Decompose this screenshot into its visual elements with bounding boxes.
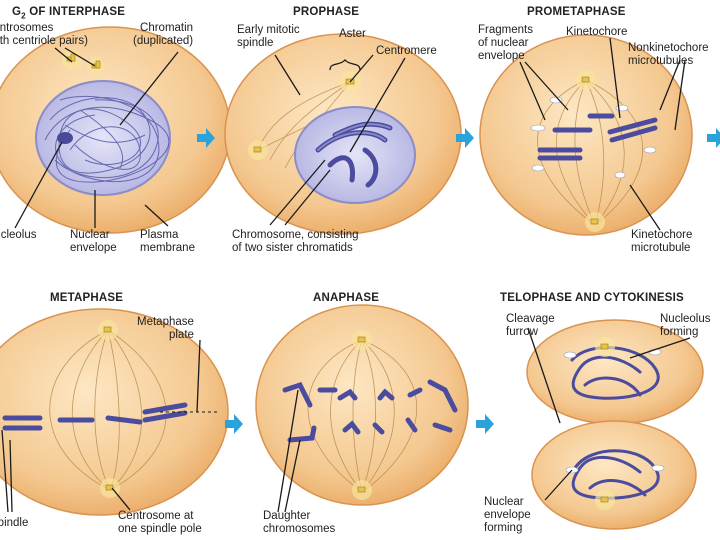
title-g2-interphase: G2 OF INTERPHASE <box>12 6 126 21</box>
label-fragments: Fragments of nuclear envelope <box>478 24 533 62</box>
centrosome-icon <box>62 50 82 70</box>
label-nuclear-envelope-forming: Nuclear envelope forming <box>484 496 531 534</box>
label-metaphase-plate: Metaphase plate <box>137 316 194 341</box>
centrosome-icon <box>87 57 105 75</box>
centrosome-icon <box>595 337 615 357</box>
centrosome-icon <box>576 70 596 90</box>
title-telophase-cytokinesis: TELOPHASE AND CYTOKINESIS <box>500 292 684 304</box>
cell-anaphase <box>255 304 469 506</box>
label-nucleolus: Nucleolus <box>0 229 37 241</box>
centrosome-icon <box>352 480 372 500</box>
label-nuclear-envelope: Nuclear envelope <box>70 229 117 254</box>
title-anaphase: ANAPHASE <box>313 292 380 304</box>
right-arrow-icon <box>225 414 243 434</box>
nucleus-interphase <box>35 80 171 196</box>
title-prophase: PROPHASE <box>293 6 360 18</box>
label-plasma-membrane: Plasma membrane <box>140 229 195 254</box>
leader-lines <box>1 37 691 513</box>
label-daughter-chromosomes: Daughter chromosomes <box>263 510 336 535</box>
label-centrosome-pole: Centrosome at one spindle pole <box>118 510 202 535</box>
right-arrow-icon <box>707 128 720 148</box>
label-centrosomes: Centrosomes (with centriole pairs) <box>0 22 88 47</box>
centrosome-icon <box>595 490 615 510</box>
centrosome-icon <box>248 140 268 160</box>
nucleolus <box>57 132 73 144</box>
title-prometaphase: PROMETAPHASE <box>527 6 626 18</box>
right-arrow-icon <box>197 128 215 148</box>
label-aster: Aster <box>339 28 366 40</box>
label-nucleolus-forming: Nucleolus forming <box>660 313 711 338</box>
centrosome-icon <box>585 212 605 232</box>
right-arrow-icon <box>476 414 494 434</box>
centrosome-icon <box>100 478 120 498</box>
cell-metaphase <box>0 308 229 516</box>
label-chromatin: Chromatin (duplicated) <box>133 22 194 47</box>
label-nonkinetochore: Nonkinetochore microtubules <box>628 42 709 67</box>
centrosome-icon <box>98 320 118 340</box>
right-arrow-icon <box>456 128 474 148</box>
label-cleavage-furrow: Cleavage furrow <box>506 313 555 338</box>
cell-prometaphase <box>479 34 693 236</box>
daughter-cell-bottom <box>531 420 697 530</box>
label-early-spindle: Early mitotic spindle <box>237 24 300 49</box>
cell-interphase <box>0 26 231 234</box>
label-spindle: Spindle <box>0 517 29 529</box>
title-metaphase: METAPHASE <box>50 292 124 304</box>
label-centromere: Centromere <box>376 45 437 57</box>
aster-bracket <box>329 58 361 71</box>
centrosome-icon <box>340 71 362 93</box>
label-chromosome: Chromosome, consisting of two sister chr… <box>232 229 359 254</box>
nucleus-prophase <box>294 106 416 204</box>
label-kinetochore-microtubule: Kinetochore microtubule <box>631 229 693 254</box>
cell-telophase <box>526 319 704 530</box>
centrosome-icon <box>352 330 372 350</box>
label-kinetochore: Kinetochore <box>566 26 628 38</box>
cell-prophase <box>224 33 462 235</box>
